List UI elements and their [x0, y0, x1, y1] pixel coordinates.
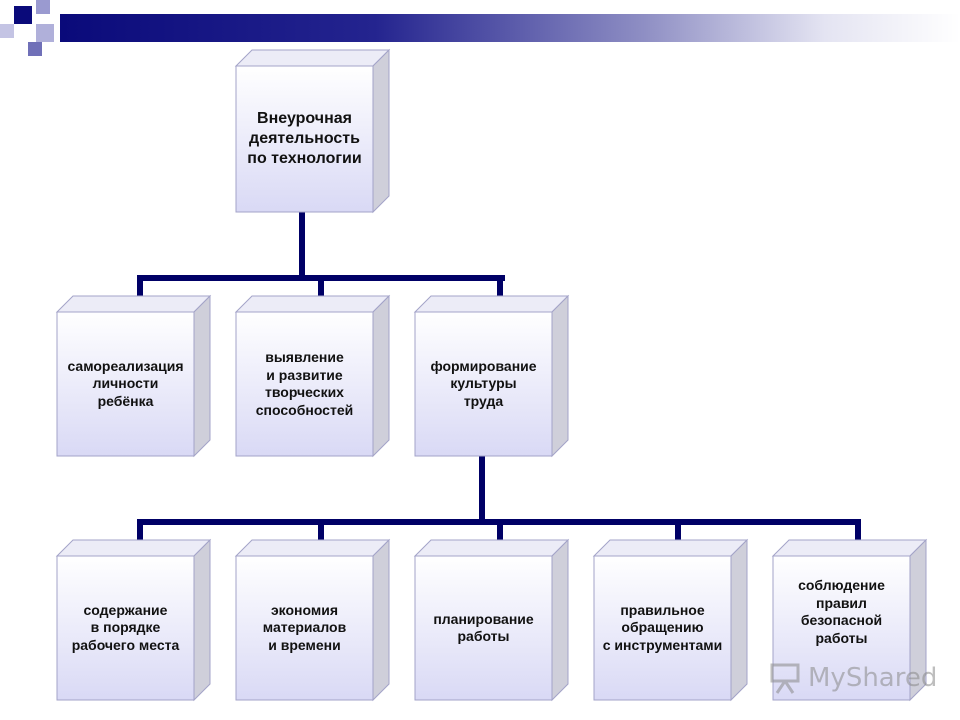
- box-top-face: [55, 539, 212, 557]
- box-top-face: [413, 539, 570, 557]
- box-side-face: [730, 538, 748, 702]
- box-front-face: [56, 555, 195, 701]
- box-side-face: [193, 294, 211, 458]
- level1-node-box: [234, 294, 391, 458]
- box-top-face: [234, 295, 391, 313]
- level2-node-label: соблюдение правил безопасной работы: [798, 577, 885, 646]
- level2-node-label: экономия материалов и времени: [262, 601, 347, 653]
- watermark: MyShared: [768, 658, 937, 698]
- level1-node-label: выявление и развитие творческих способно…: [255, 349, 354, 418]
- box-front-face: [235, 65, 374, 213]
- header-gradient-bar: [60, 14, 960, 42]
- decor-square: [28, 42, 42, 56]
- box-side-face: [551, 294, 569, 458]
- root-node-label: Внеурочная деятельность по технологии: [247, 110, 362, 167]
- box-side-face: [372, 294, 390, 458]
- box-front-face: [56, 311, 195, 457]
- connector-lines: [137, 209, 861, 543]
- box-front-face: [235, 555, 374, 701]
- box-front-face: [235, 311, 374, 457]
- level1-node-label: формирование культуры труда: [430, 357, 537, 409]
- level2-node-box: [771, 538, 928, 702]
- level2-node-box: [413, 538, 570, 702]
- boxes-layer: [55, 48, 928, 702]
- watermark-text: MyShared: [808, 663, 938, 693]
- decor-square: [0, 24, 14, 38]
- decor-square: [36, 0, 50, 14]
- level2-node-box: [234, 538, 391, 702]
- box-side-face: [551, 538, 569, 702]
- level1-node-label: самореализация личности ребёнка: [67, 357, 184, 409]
- decor-square: [14, 6, 32, 24]
- level2-node-label: правильное обращению с инструментами: [602, 601, 723, 653]
- box-side-face: [193, 538, 211, 702]
- level2-node-box: [55, 538, 212, 702]
- root-node-box: [234, 48, 391, 214]
- level2-node-label: содержание в порядке рабочего места: [71, 601, 180, 653]
- box-top-face: [234, 539, 391, 557]
- box-front-face: [772, 555, 911, 701]
- box-side-face: [372, 538, 390, 702]
- box-top-face: [592, 539, 749, 557]
- decor-square: [36, 24, 54, 42]
- box-top-face: [55, 295, 212, 313]
- level2-node-label: планирование работы: [433, 610, 534, 645]
- box-top-face: [234, 49, 391, 67]
- level1-node-box: [413, 294, 570, 458]
- box-front-face: [414, 555, 553, 701]
- box-top-face: [413, 295, 570, 313]
- presentation-board-icon: [770, 663, 800, 694]
- level1-node-box: [55, 294, 212, 458]
- box-side-face: [372, 48, 390, 214]
- box-front-face: [593, 555, 732, 701]
- level2-node-box: [592, 538, 749, 702]
- box-front-face: [414, 311, 553, 457]
